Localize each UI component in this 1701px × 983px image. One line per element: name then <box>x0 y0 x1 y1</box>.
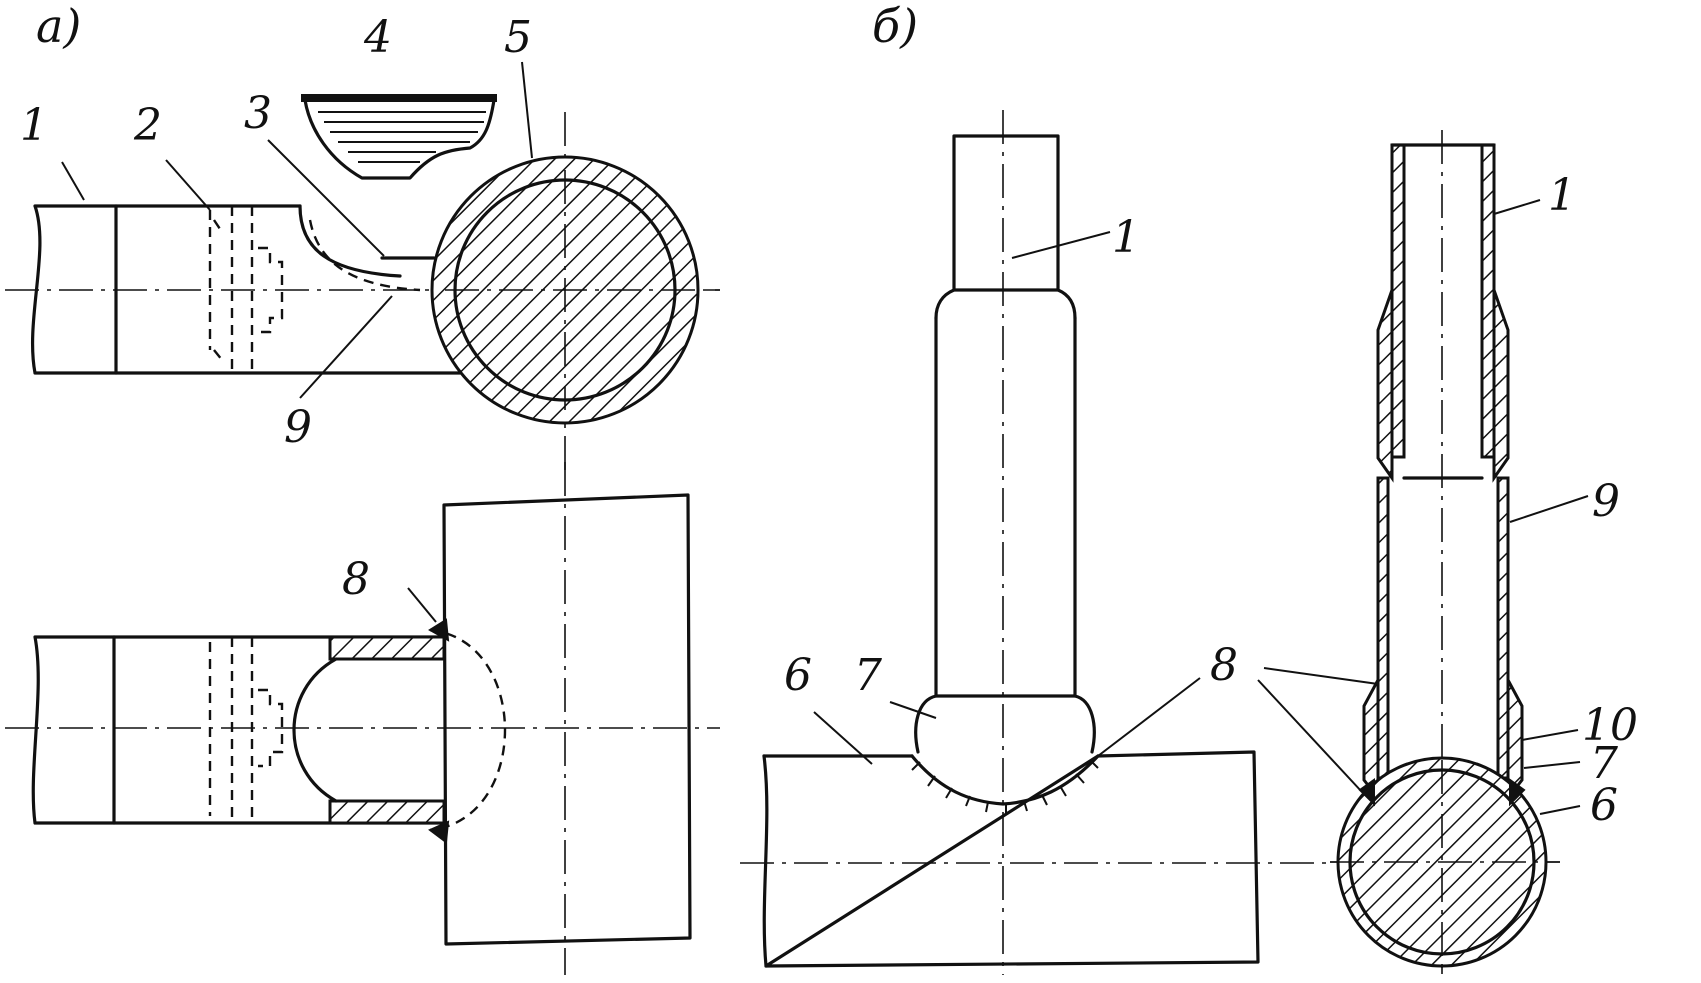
weld-ticks <box>911 759 1099 814</box>
branch-tube-outline <box>31 635 446 825</box>
leader-b-right-10 <box>1521 729 1579 741</box>
view-a-top: 1 2 3 4 5 9 <box>5 12 720 470</box>
label-b-right-6: 6 <box>1590 780 1618 831</box>
label-b-right-7: 7 <box>1590 738 1618 789</box>
label-a-top-2: 2 <box>133 100 162 151</box>
leader-b-right-7 <box>1523 761 1581 769</box>
label-a-bottom-8: 8 <box>342 554 370 605</box>
sleeve-upper-left <box>1376 289 1394 483</box>
leader-b-6 <box>813 711 873 765</box>
cutting-tool-4 <box>301 94 497 180</box>
leader-b-right-1 <box>1493 199 1541 215</box>
weld-8-bottom <box>428 820 450 844</box>
tube-1-outline <box>31 204 462 375</box>
leader-b-7 <box>889 701 937 719</box>
view-b-right: 1 9 10 7 6 <box>1257 130 1638 975</box>
leader-b-8-b <box>1263 667 1379 685</box>
main-pipe-6-left <box>762 754 769 968</box>
main-pipe-bore-dashed <box>429 628 507 832</box>
leader-b-right-6 <box>1539 805 1581 815</box>
leader-a-5 <box>521 61 533 159</box>
insert-2-bottom <box>208 637 284 823</box>
sleeve-upper-right <box>1492 289 1510 483</box>
caption-b: б) <box>872 0 918 53</box>
tube-end-curve <box>298 204 402 278</box>
tube-1-vertical <box>952 134 1060 292</box>
weld-b-right-left <box>1358 778 1375 807</box>
caption-a: а) <box>36 0 81 53</box>
leader-b-8-a <box>1097 677 1201 757</box>
main-pipe-6 <box>762 750 1260 968</box>
label-a-top-9: 9 <box>284 402 312 453</box>
branch-wall-top <box>328 635 446 661</box>
leader-b-1 <box>1011 231 1111 259</box>
leader-a-2 <box>165 159 211 211</box>
weld-8-top <box>428 618 450 642</box>
label-a-top-4: 4 <box>363 12 392 63</box>
label-b-right-1: 1 <box>1548 170 1576 221</box>
view-b-middle: 1 6 7 8 <box>740 110 1330 975</box>
tube-inner-dashed <box>308 219 421 292</box>
label-a-top-5: 5 <box>504 12 532 63</box>
branch-wall-bottom <box>328 799 446 825</box>
weld-b-right-right <box>1509 778 1526 807</box>
label-b-mid-6: 6 <box>784 650 812 701</box>
label-b-mid-1: 1 <box>1112 212 1140 263</box>
leader-b-8-c <box>1257 679 1363 793</box>
tube-1-wall-left <box>1390 143 1406 459</box>
collar-lower-right <box>1506 679 1524 803</box>
saddle-curve <box>292 657 338 803</box>
leader-a-8 <box>407 587 437 623</box>
view-a-bottom: 8 <box>5 462 720 975</box>
label-a-top-3: 3 <box>244 88 272 139</box>
label-a-top-1: 1 <box>20 100 48 151</box>
weld-seam <box>910 754 1100 806</box>
main-pipe-outline <box>442 493 692 946</box>
collar-lower-left <box>1362 679 1380 803</box>
label-b-right-10: 10 <box>1582 700 1638 751</box>
tube-shoulder <box>934 288 1077 320</box>
tube-body-9 <box>934 316 1077 698</box>
insert-2 <box>208 206 284 373</box>
collar-7 <box>914 694 1096 754</box>
leader-b-right-9 <box>1509 495 1589 523</box>
leader-a-9 <box>299 295 393 399</box>
label-b-right-9: 9 <box>1592 476 1620 527</box>
leader-a-3 <box>267 139 385 257</box>
tube-1-wall-right <box>1480 143 1496 459</box>
label-b-shared-8: 8 <box>1210 640 1238 691</box>
leader-a-1 <box>61 161 85 201</box>
label-b-mid-7: 7 <box>854 650 882 701</box>
